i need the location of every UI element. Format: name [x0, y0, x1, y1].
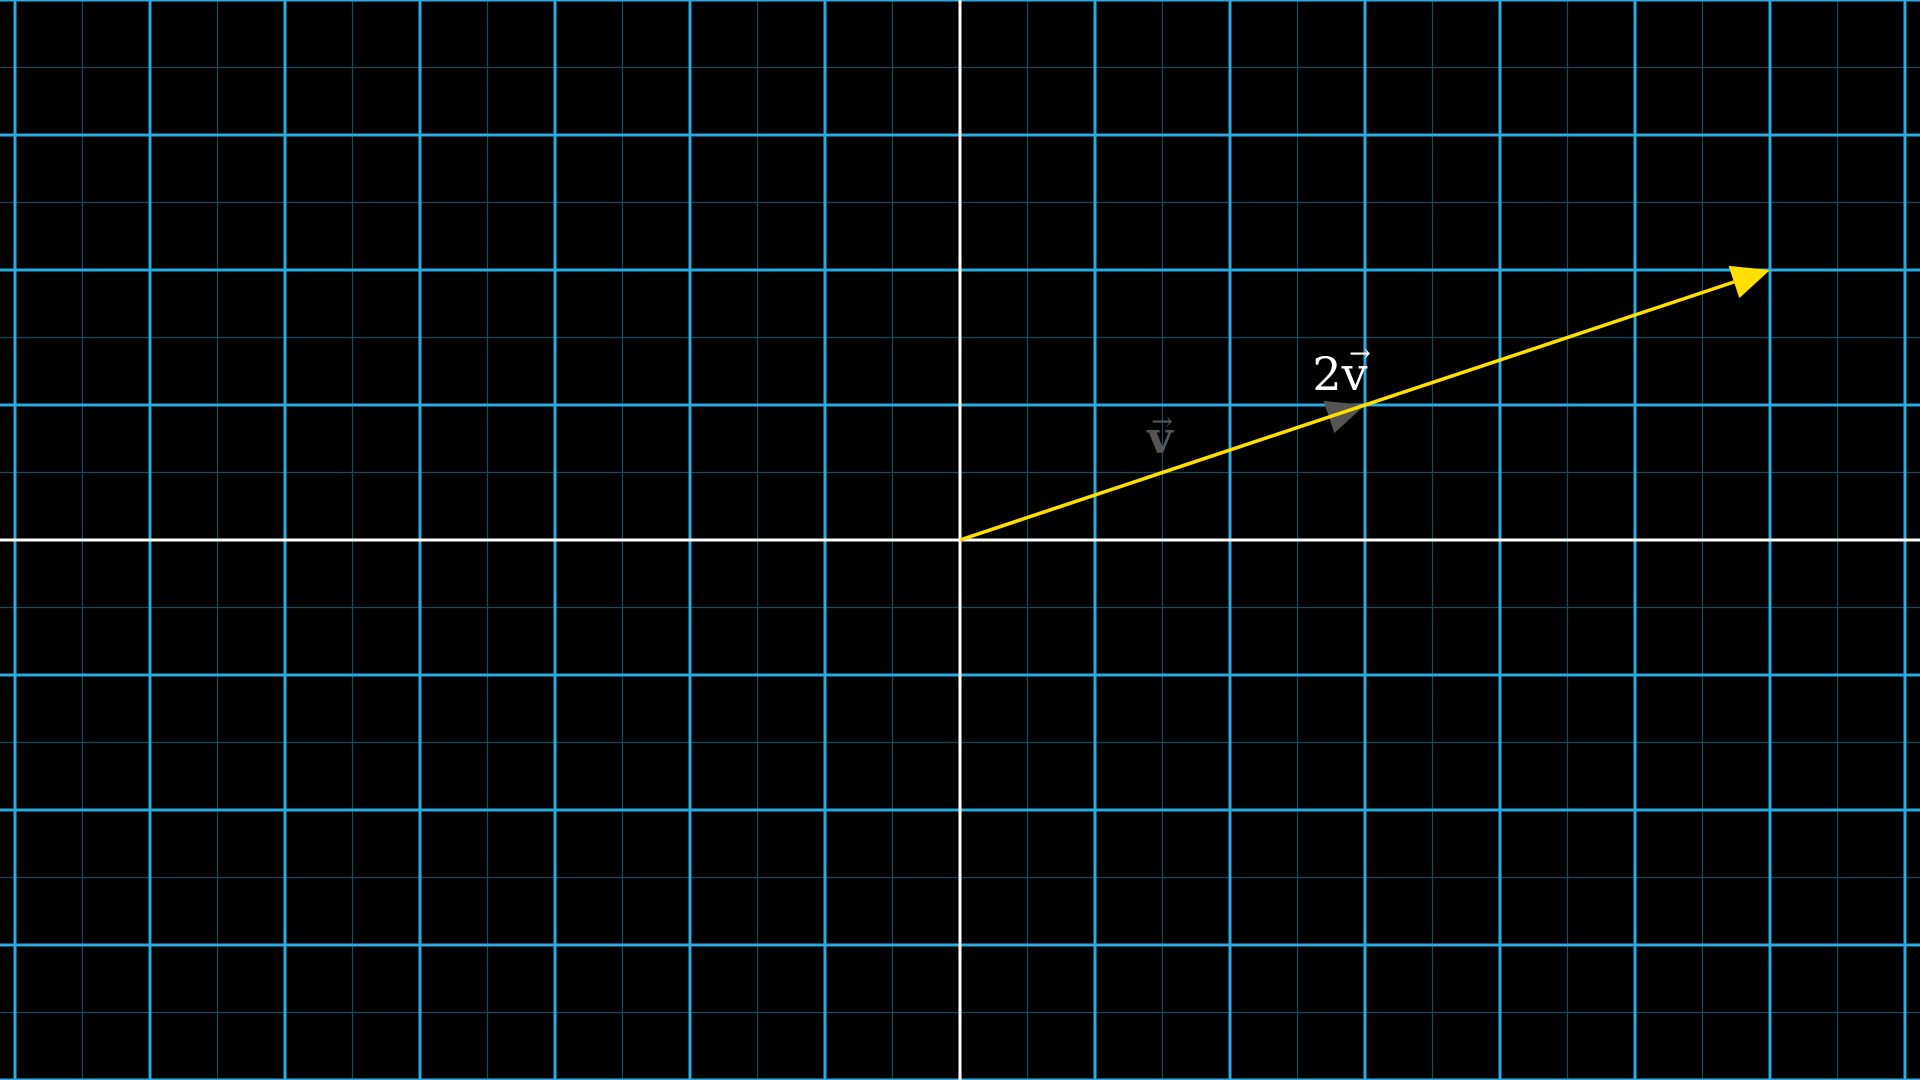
vector-v-label: v: [1146, 413, 1174, 464]
vector-2v-label-arrow: →: [1349, 339, 1371, 369]
vector-v-label-arrow: →: [1151, 407, 1173, 437]
vector-2v-label: 2v: [1312, 347, 1367, 401]
vector-two-v-shaft: [959, 280, 1735, 542]
vector-two-v-arrowhead: [1728, 265, 1770, 299]
vector-labels: v → 2v →: [1146, 339, 1371, 464]
vectors: [959, 265, 1770, 542]
